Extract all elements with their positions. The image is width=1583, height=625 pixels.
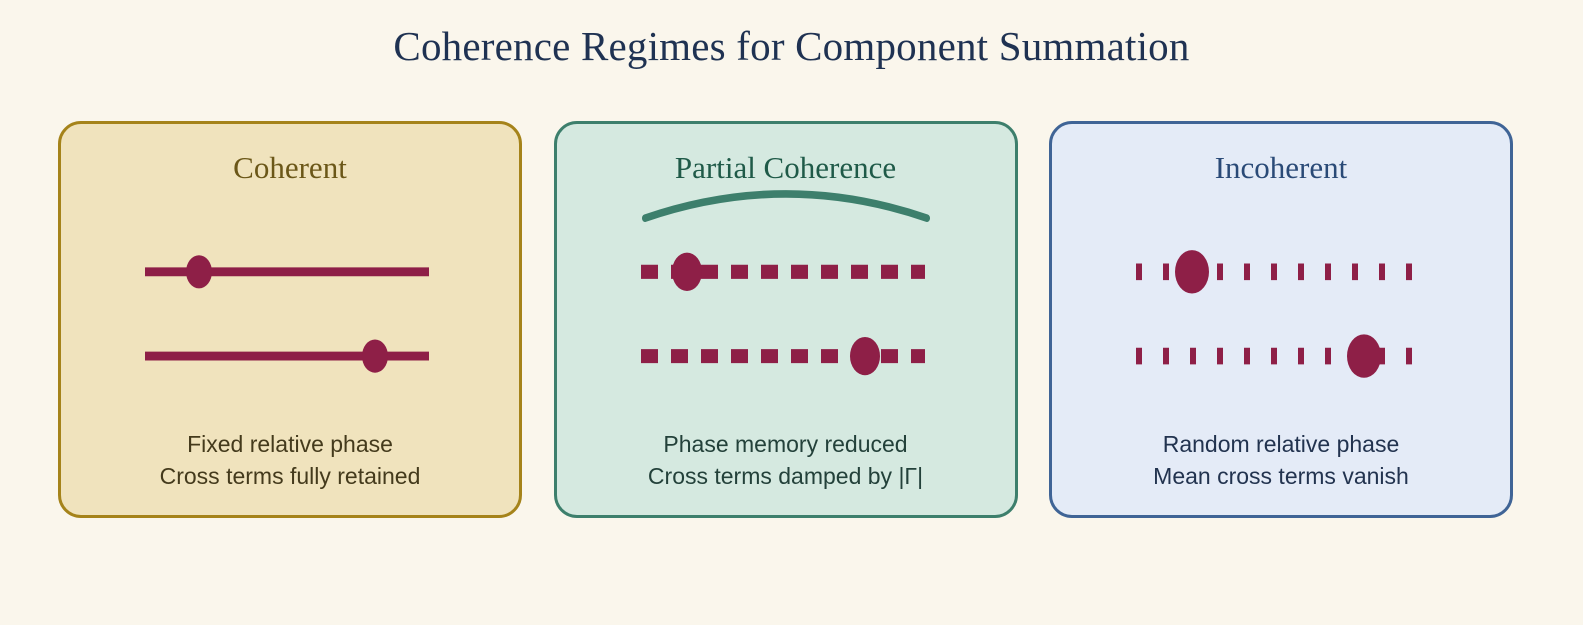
panel-coherent-caption-line-1: Fixed relative phase [187, 430, 393, 457]
coherence-envelope-arc-icon [641, 190, 930, 223]
panel-incoherent-title: Incoherent [1214, 150, 1348, 185]
panel-partial-coherence-caption-line-2: Cross terms damped by |Γ| [647, 463, 924, 490]
panel-incoherent: Incoherent Random relative phase Mean cr… [1049, 121, 1513, 518]
panel-coherent-caption-line-2: Cross terms fully retained [159, 463, 421, 490]
coherent-wave-graphic [145, 255, 429, 373]
panel-partial-coherence-caption: Phase memory reduced Cross terms damped … [557, 428, 1015, 493]
panel-coherent: Coherent Fixed relative phase Cross term… [58, 121, 522, 518]
coherent-marker-row1 [186, 255, 212, 289]
panel-incoherent-caption: Random relative phase Mean cross terms v… [1052, 428, 1510, 493]
panel-partial-coherence-caption-line-1: Phase memory reduced [663, 430, 908, 457]
panel-partial-coherence-diagram [557, 185, 1015, 428]
panel-coherent-title: Coherent [233, 150, 347, 185]
panel-incoherent-caption-line-1: Random relative phase [1162, 430, 1400, 457]
incoherent-wave-graphic [1136, 250, 1420, 378]
incoherent-marker-row1 [1175, 250, 1209, 294]
panel-partial-coherence-title: Partial Coherence [674, 150, 897, 185]
page-title: Coherence Regimes for Component Summatio… [393, 23, 1190, 69]
panel-coherent-caption: Fixed relative phase Cross terms fully r… [61, 428, 519, 493]
panel-incoherent-diagram [1052, 185, 1510, 428]
panel-partial-coherence: Partial Coherence Phase memory reduced C… [553, 121, 1018, 518]
incoherent-marker-row2 [1347, 334, 1381, 378]
partial-marker-row2 [849, 337, 880, 376]
panel-incoherent-caption-line-2: Mean cross terms vanish [1153, 463, 1409, 490]
coherent-marker-row2 [362, 339, 388, 373]
panel-row: Coherent Fixed relative phase Cross term… [58, 121, 1513, 518]
partial-coherence-wave-graphic [640, 190, 930, 376]
panel-coherent-diagram [61, 185, 519, 428]
partial-marker-row1 [671, 252, 702, 292]
